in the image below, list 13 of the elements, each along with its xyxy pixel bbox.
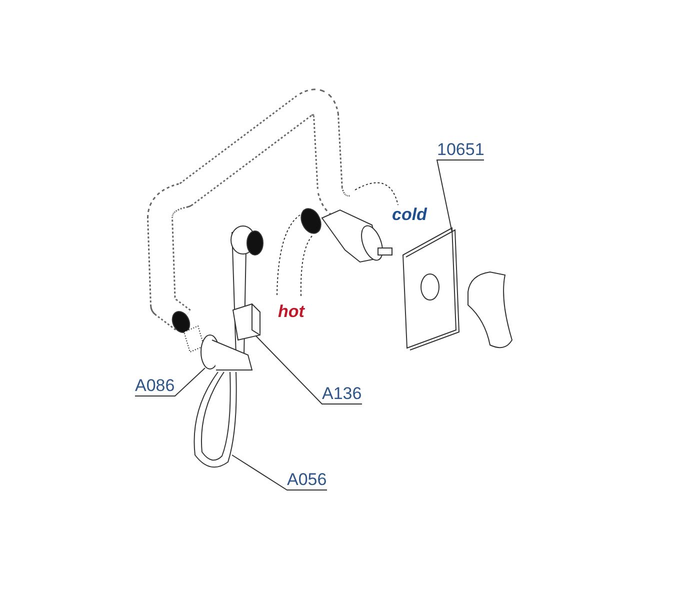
leader-line [436, 160, 484, 232]
pipe-label: cold [392, 205, 427, 225]
cover-plate [402, 227, 460, 350]
leader-line [256, 336, 362, 404]
leader-line [134, 368, 206, 396]
part-number: A086 [135, 376, 175, 396]
pipe-label: hot [278, 302, 304, 322]
part-number: A056 [287, 470, 327, 490]
leader-line [232, 454, 328, 490]
wall-outlet [183, 325, 253, 370]
part-number: 10651 [437, 140, 484, 160]
part-number: A136 [322, 384, 362, 404]
shower-holder [232, 303, 260, 341]
